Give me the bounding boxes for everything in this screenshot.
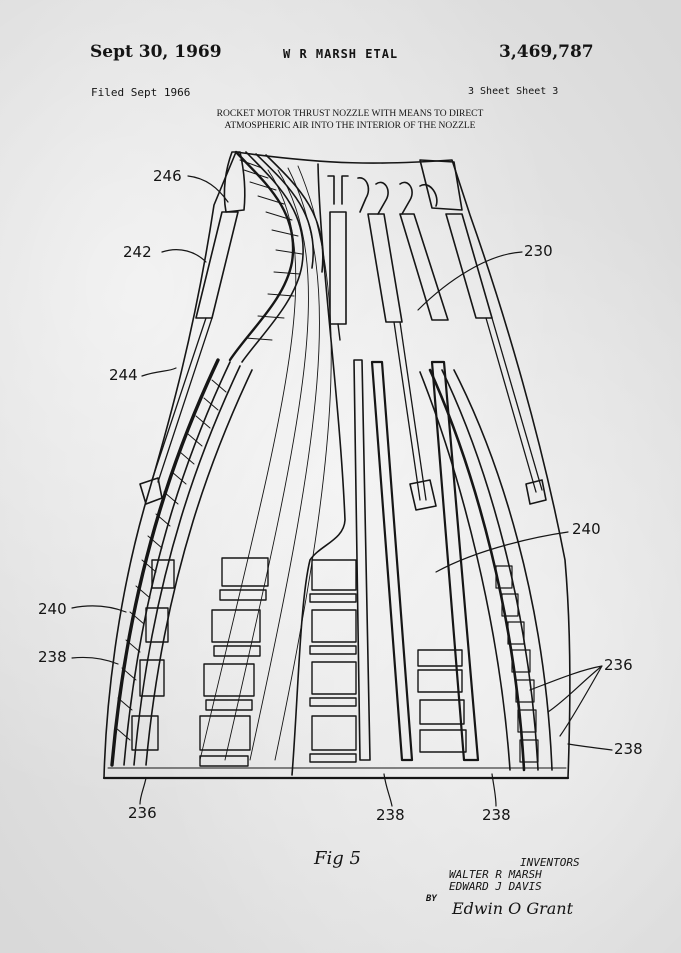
insulation-blocks-right-inner	[417, 649, 467, 753]
ref-236-bottom: 236	[128, 804, 157, 822]
top-bracket-right	[419, 159, 463, 211]
leader-lines	[71, 175, 613, 807]
ref-236-right: 236	[604, 656, 633, 674]
insulation-blocks-left	[131, 557, 269, 767]
right-wall-outer	[453, 369, 553, 771]
center-divider	[291, 163, 346, 776]
by-label: BY	[426, 894, 437, 904]
ref-238-bottom: 238	[376, 806, 405, 824]
insulation-blocks-center	[309, 559, 357, 763]
ref-238-bottom-2: 238	[482, 806, 511, 824]
patent-title-line-2: ATMOSPHERIC AIR INTO THE INTERIOR OF THE…	[224, 121, 476, 131]
inventor-name-1: WALTER R MARSH	[449, 868, 542, 881]
patent-title: ROCKET MOTOR THRUST NOZZLE WITH MEANS TO…	[180, 108, 520, 132]
actuator-left	[139, 211, 239, 505]
figure-label: Fig 5	[314, 848, 361, 869]
ref-246: 246	[153, 167, 182, 185]
patent-date: Sept 30, 1969	[90, 42, 222, 62]
ref-238-left: 238	[38, 648, 67, 666]
patent-title-line-1: ROCKET MOTOR THRUST NOZZLE WITH MEANS TO…	[216, 109, 484, 119]
baffle-plate-1	[353, 359, 371, 761]
ref-238-right: 238	[614, 740, 643, 758]
inventors-heading: INVENTORS	[520, 856, 580, 869]
top-collar	[228, 150, 295, 362]
ref-244: 244	[109, 366, 138, 384]
actuator-right	[399, 181, 547, 505]
actuator-mid	[367, 181, 437, 511]
inventor-name-2: EDWARD J DAVIS	[449, 880, 542, 893]
left-wall-outer	[110, 358, 220, 767]
patent-number: 3,469,787	[499, 42, 594, 62]
attorney-signature: Edwin O Grant	[452, 899, 574, 918]
top-bracket-left	[223, 151, 246, 213]
baffle-plate-2	[370, 360, 414, 762]
ref-230: 230	[524, 242, 553, 260]
baffle-plate-3	[430, 360, 480, 762]
actuator-center	[327, 175, 370, 341]
ref-242: 242	[123, 243, 152, 261]
filed-date: Filed Sept 1966	[91, 86, 191, 99]
sheet-indicator: 3 Sheet Sheet 3	[468, 86, 559, 97]
nozzle-outline	[103, 151, 571, 779]
ref-240-right: 240	[572, 520, 601, 538]
insulation-blocks-right-outer	[495, 565, 539, 763]
ref-240-left: 240	[38, 600, 67, 618]
inventors-header: W R MARSH ETAL	[283, 47, 399, 61]
